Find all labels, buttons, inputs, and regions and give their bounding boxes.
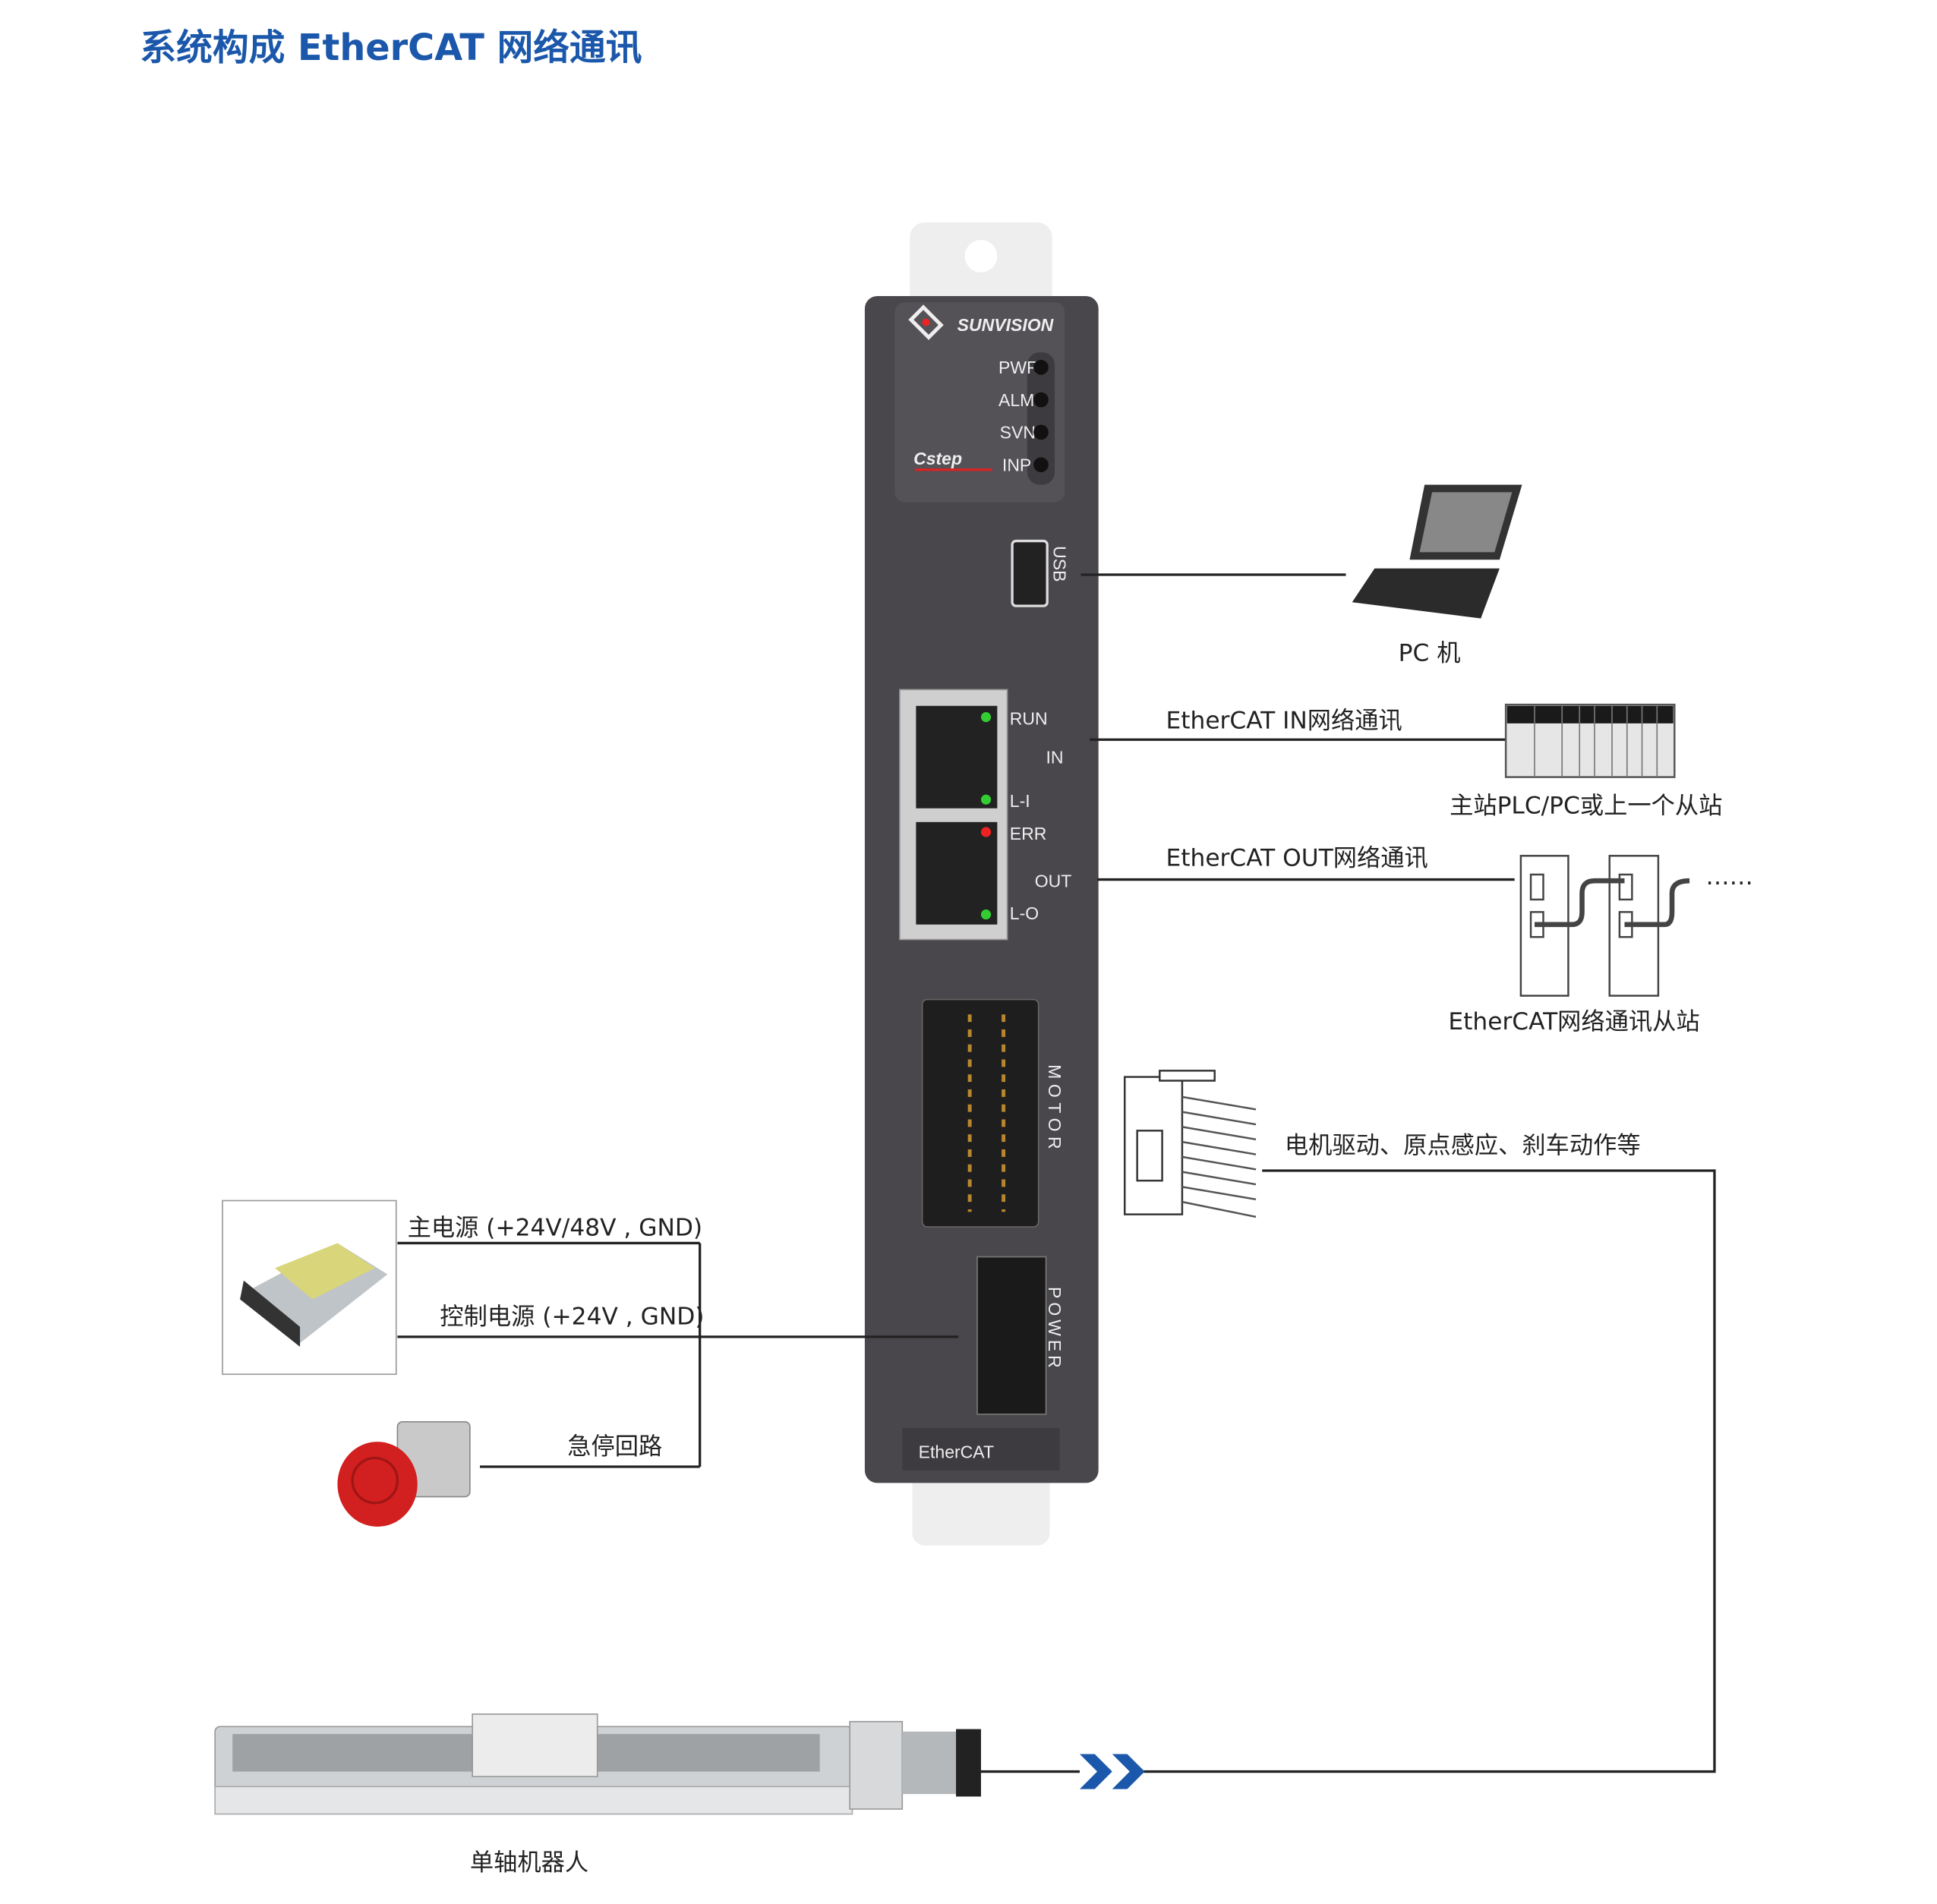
mount-hole <box>964 239 998 273</box>
slave-modules-icon <box>1519 855 1690 997</box>
motor-cable-line <box>1131 1169 1716 1773</box>
lo-label: L-O <box>1010 903 1039 923</box>
plc-icon <box>1504 703 1676 778</box>
led-alm <box>1033 392 1049 408</box>
control-power-label: 控制电源 (+24V , GND) <box>440 1303 704 1330</box>
main-power-label: 主电源 (+24V/48V , GND) <box>408 1215 703 1242</box>
double-arrow-icon <box>1079 1754 1145 1789</box>
ethercat-in-label: EtherCAT IN网络通讯 <box>1166 707 1402 734</box>
led-inp <box>1033 457 1049 473</box>
run-label: RUN <box>1010 708 1048 728</box>
motor-label: MOTOR <box>1045 1064 1065 1154</box>
usb-port <box>1011 539 1049 607</box>
motor-connector <box>921 998 1039 1228</box>
motor-cable-connector-icon <box>1123 1070 1257 1218</box>
power-label: POWER <box>1045 1287 1065 1372</box>
model-logo: Cstep <box>913 449 962 468</box>
led-label-inp: INP <box>1002 455 1031 474</box>
li-label: L-I <box>1010 791 1030 811</box>
estop-label: 急停回路 <box>567 1433 662 1461</box>
usb-label: USB <box>1049 546 1069 582</box>
ethercat-in-port <box>916 705 998 809</box>
led-label-alm: ALM <box>998 390 1034 410</box>
ethercat-out-label: EtherCAT OUT网络通讯 <box>1166 844 1428 872</box>
robot-label: 单轴机器人 <box>470 1849 588 1877</box>
ethercat-logo: EtherCAT <box>919 1442 994 1461</box>
slaves-label: EtherCAT网络通讯从站 <box>1448 1008 1699 1036</box>
err-label: ERR <box>1010 824 1047 843</box>
laptop-icon <box>1352 484 1522 619</box>
led-label-svn: SVN <box>1000 423 1036 443</box>
led-pwr <box>1033 359 1049 375</box>
led-label-pwr: PWR <box>998 358 1039 377</box>
bottom-mount-tab <box>912 1467 1050 1546</box>
power-connector <box>976 1256 1047 1415</box>
in-label: IN <box>1046 748 1064 768</box>
master-label: 主站PLC/PC或上一个从站 <box>1450 792 1722 819</box>
ethercat-out-port <box>916 821 998 925</box>
motor-io-label: 电机驱动、原点感应、刹车动作等 <box>1285 1132 1641 1159</box>
power-supply-icon <box>240 1243 388 1348</box>
led-svn <box>1033 424 1049 440</box>
sunvision-logo-icon <box>908 304 944 340</box>
pc-label: PC 机 <box>1399 640 1461 667</box>
emergency-stop-icon <box>337 1420 471 1527</box>
brand-logo: SUNVISION <box>957 315 1055 335</box>
single-axis-robot-icon <box>214 1713 981 1815</box>
servo-driver: SUNVISION Cstep PWR ALM SVN INP USB RUN … <box>864 222 1099 1546</box>
page-title: 系统构成 EtherCAT 网络通讯 <box>140 27 642 69</box>
out-label: OUT <box>1035 871 1072 891</box>
more-slaves-ellipsis: …… <box>1705 863 1753 891</box>
